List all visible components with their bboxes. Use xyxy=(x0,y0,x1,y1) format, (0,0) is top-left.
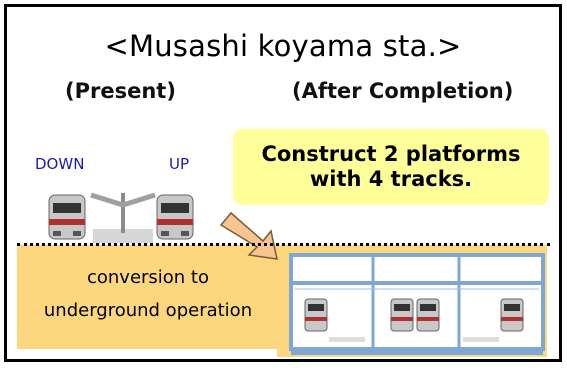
illustration-layer xyxy=(48,192,545,355)
callout-line-2: with 4 tracks. xyxy=(309,167,473,191)
station-title: <Musashi koyama sta.> xyxy=(104,29,462,63)
underground-train-2-icon xyxy=(390,298,414,332)
callout-line-1: Construct 2 platforms xyxy=(261,142,521,166)
down-direction-label: DOWN xyxy=(35,155,85,173)
platform-canopy-icon xyxy=(90,192,156,233)
present-label: (Present) xyxy=(65,79,176,103)
conversion-label-line-1: conversion to xyxy=(86,267,210,288)
after-completion-label: (After Completion) xyxy=(292,79,514,103)
conversion-label: conversion to underground operation xyxy=(11,261,285,327)
construction-callout: Construct 2 platforms with 4 tracks. xyxy=(233,129,549,205)
underground-train-3-icon xyxy=(416,298,440,332)
ground-level-line xyxy=(17,243,550,246)
present-platform xyxy=(93,229,153,243)
diagram-frame: <Musashi koyama sta.> (Present) (After C… xyxy=(4,4,562,362)
up-train-icon xyxy=(156,194,194,240)
underground-train-4-icon xyxy=(500,298,524,332)
conversion-label-line-2: underground operation xyxy=(43,300,253,321)
up-direction-label: UP xyxy=(169,155,190,173)
down-train-icon xyxy=(48,194,86,240)
underground-train-1-icon xyxy=(304,298,328,332)
transition-arrow-icon xyxy=(219,211,278,260)
present-ground xyxy=(17,245,279,349)
